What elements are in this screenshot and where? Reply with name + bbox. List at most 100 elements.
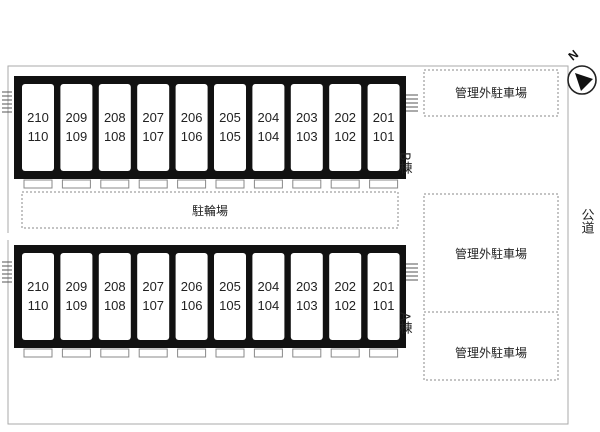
parking-area-label-2: 管理外駐車場 <box>455 246 527 261</box>
building-b: 210 110 209 109 208 108 207 107 206 106 205 105 204 1… <box>14 76 406 189</box>
unit-room <box>290 253 323 340</box>
unit-number-lower: 108 <box>104 298 126 313</box>
unit-room <box>252 84 285 171</box>
balcony <box>23 348 53 358</box>
unit-room <box>175 253 208 340</box>
balcony <box>369 348 399 358</box>
unit-number-upper: 202 <box>334 279 356 294</box>
unit-number-upper: 209 <box>66 279 88 294</box>
balcony <box>177 348 207 358</box>
unit-number-lower: 107 <box>142 298 164 313</box>
unit-room <box>22 84 54 171</box>
unit-number-lower: 102 <box>334 298 356 313</box>
balcony <box>61 179 91 189</box>
balcony <box>369 179 399 189</box>
unit-room <box>98 253 131 340</box>
unit-number-lower: 101 <box>373 298 395 313</box>
unit-room <box>214 253 246 340</box>
unit-number-lower: 107 <box>142 129 164 144</box>
balcony <box>330 348 360 358</box>
unit-number-lower: 110 <box>28 298 49 313</box>
unit-room <box>329 84 362 171</box>
unit-number-upper: 204 <box>258 279 280 294</box>
balcony <box>253 179 283 189</box>
stairs-a <box>2 261 12 283</box>
unit-number-lower: 108 <box>104 129 126 144</box>
unit-number-upper: 206 <box>181 110 203 125</box>
unit-number-lower: 109 <box>66 298 88 313</box>
unit-number-lower: 109 <box>66 129 88 144</box>
balcony <box>177 179 207 189</box>
unit-number-upper: 205 <box>219 110 241 125</box>
balcony <box>138 348 168 358</box>
unit-number-lower: 101 <box>373 129 395 144</box>
unit-room <box>329 253 362 340</box>
unit-number-upper: 203 <box>296 110 318 125</box>
unit-room <box>60 84 93 171</box>
unit-room <box>367 253 400 340</box>
balcony <box>23 179 53 189</box>
parking-area-label-1: 管理外駐車場 <box>455 85 527 100</box>
stairs-b <box>2 91 12 113</box>
unit-number-lower: 103 <box>296 298 318 313</box>
balcony <box>253 348 283 358</box>
parking-area-1 <box>423 69 559 117</box>
unit-number-upper: 209 <box>66 110 88 125</box>
building-label-a: A棟 <box>397 312 413 334</box>
unit-number-upper: 203 <box>296 279 318 294</box>
parking-area-label-3: 管理外駐車場 <box>455 345 527 360</box>
unit-room <box>214 84 246 171</box>
parking-area-3 <box>423 311 559 381</box>
unit-number-upper: 208 <box>104 110 126 125</box>
building-label-b: B棟 <box>397 152 413 174</box>
road-label: 公道 <box>579 208 595 234</box>
unit-number-upper: 208 <box>104 279 126 294</box>
balcony <box>100 348 130 358</box>
building-a: 210 110 209 109 208 108 207 107 206 106 205 105 204 1… <box>14 245 406 358</box>
unit-number-lower: 110 <box>28 129 49 144</box>
unit-number-upper: 204 <box>258 110 280 125</box>
balcony <box>292 348 322 358</box>
unit-number-upper: 207 <box>142 279 164 294</box>
balcony <box>61 348 91 358</box>
unit-room <box>367 84 400 171</box>
unit-number-lower: 105 <box>219 298 241 313</box>
bicycle-parking-area <box>21 191 399 229</box>
balcony <box>330 179 360 189</box>
bicycle-parking-label: 駐輪場 <box>192 203 228 218</box>
unit-room <box>137 84 170 171</box>
unit-number-lower: 104 <box>258 298 280 313</box>
balcony <box>138 179 168 189</box>
unit-number-upper: 201 <box>373 279 395 294</box>
unit-room <box>98 84 131 171</box>
balcony <box>215 348 245 358</box>
parking-area-2 <box>423 193 559 313</box>
stairs-a-right <box>406 263 418 281</box>
unit-number-upper: 206 <box>181 279 203 294</box>
unit-number-lower: 106 <box>181 298 203 313</box>
unit-room <box>22 253 54 340</box>
site-boundary <box>7 65 569 425</box>
unit-number-upper: 202 <box>334 110 356 125</box>
unit-room <box>175 84 208 171</box>
unit-number-upper: 201 <box>373 110 395 125</box>
north-arrow-icon <box>567 65 597 95</box>
unit-number-upper: 207 <box>142 110 164 125</box>
unit-room <box>60 253 93 340</box>
unit-number-upper: 210 <box>27 110 49 125</box>
unit-number-lower: 105 <box>219 129 241 144</box>
balcony <box>215 179 245 189</box>
unit-room <box>290 84 323 171</box>
stairs-b-right <box>406 94 418 112</box>
unit-number-lower: 106 <box>181 129 203 144</box>
unit-number-upper: 210 <box>27 279 49 294</box>
unit-number-lower: 102 <box>334 129 356 144</box>
buildings: 210 110 209 109 208 108 207 107 206 106 205 105 204 1… <box>14 76 406 358</box>
unit-room <box>137 253 170 340</box>
north-label: N <box>566 47 582 63</box>
unit-number-lower: 103 <box>296 129 318 144</box>
unit-number-lower: 104 <box>258 129 280 144</box>
unit-number-upper: 205 <box>219 279 241 294</box>
unit-room <box>252 253 285 340</box>
